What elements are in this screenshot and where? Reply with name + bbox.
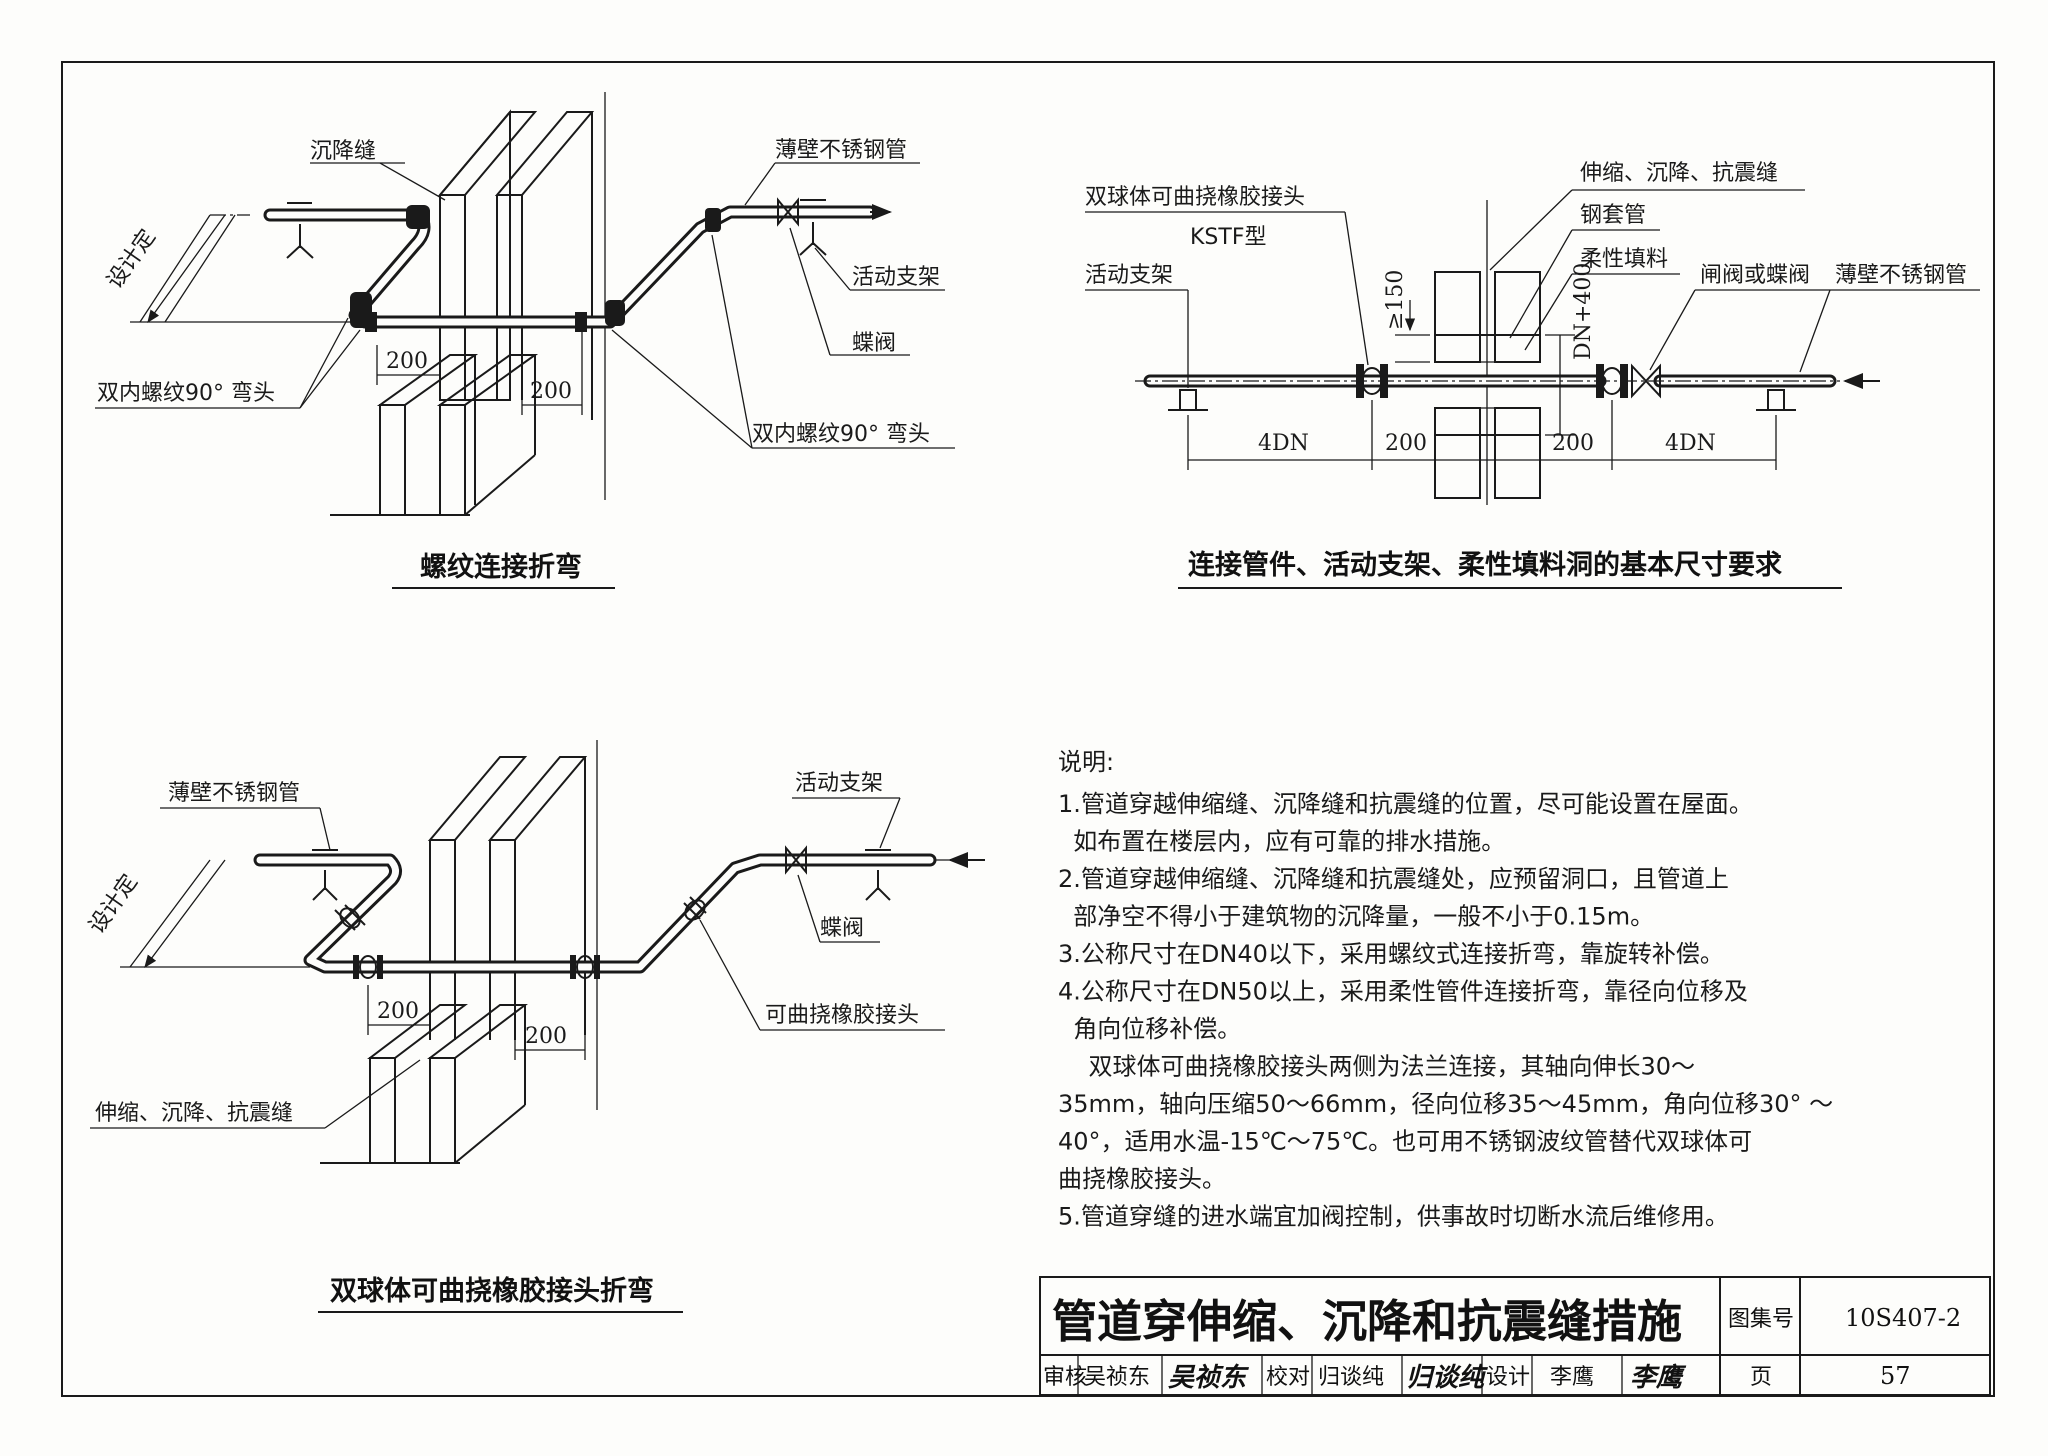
note-line: 4.公称尺寸在DN50以上，采用柔性管件连接折弯，靠径向位移及 (1058, 978, 1748, 1006)
steel-sleeve-label: 钢套管 (1580, 203, 1646, 228)
title-block: 管道穿伸缩、沉降和抗震缝措施 图集号 10S407-2 审核 吴祯东 吴祯东 校… (1039, 1276, 1991, 1396)
rubber-joint-bend-diagram: 设计定 200 200 薄壁不锈钢管 活动支架 蝶阀 可曲挠橡胶接头 伸缩、沉降… (84, 740, 985, 1313)
note-line: 40°，适用水温-15℃～75℃。也可用不锈钢波纹管替代双球体可 (1058, 1128, 1752, 1156)
drawing-title: 管道穿伸缩、沉降和抗震缝措施 (1052, 1295, 1682, 1348)
notes-block: 说明: 1.管道穿越伸缩缝、沉降缝和抗震缝的位置，尽可能设置在屋面。 如布置在楼… (1058, 748, 1833, 1231)
caption-fitting-dimensions: 连接管件、活动支架、柔性填料洞的基本尺寸要求 (1188, 549, 1782, 581)
design-defined-dimension: 设计定 (102, 214, 355, 324)
note-line: 2.管道穿越伸缩缝、沉降缝和抗震缝处，应预留洞口，且管道上 (1058, 865, 1729, 893)
top-right-dimensions: 4DN 200 200 4DN ≥150 DN+400 (1187, 263, 1777, 470)
notes-lines: 1.管道穿越伸缩缝、沉降缝和抗震缝的位置，尽可能设置在屋面。 如布置在楼层内，应… (1058, 790, 1833, 1231)
designer-signature: 李鹰 (1630, 1363, 1687, 1393)
page-number: 57 (1880, 1362, 1911, 1390)
note-line: 35mm，轴向压缩50～66mm，径向位移35～45mm，角向位移30° ～ (1058, 1090, 1833, 1118)
rubber-joint-fittings (1356, 364, 1628, 398)
design-label: 设计 (1486, 1365, 1530, 1390)
rubber-joint-label-bl: 可曲挠橡胶接头 (765, 1003, 919, 1028)
checker-signature: 归谈纯 (1406, 1363, 1488, 1393)
movable-support-label: 活动支架 (852, 265, 940, 290)
design-defined-dimension-bottom: 设计定 (84, 859, 310, 969)
sheet-border (61, 61, 1995, 1397)
bottom-left-dimensions: 200 200 (367, 985, 586, 1060)
design-defined-label: 设计定 (102, 225, 160, 293)
dim-4dn-right: 4DN (1665, 431, 1716, 456)
movable-support-label-tr: 活动支架 (1085, 263, 1173, 288)
movable-support-label-bl: 活动支架 (795, 771, 883, 796)
butterfly-valve-label: 蝶阀 (852, 331, 896, 356)
threaded-pipe-run (210, 204, 892, 329)
fitting-dimension-diagram: 4DN 200 200 4DN ≥150 DN+400 双球体可曲挠橡胶接头 K… (1085, 161, 1980, 589)
note-line: 曲挠橡胶接头。 (1058, 1165, 1226, 1193)
atlas-label: 图集号 (1728, 1307, 1794, 1332)
support-right (799, 199, 827, 256)
dim-200-left: 200 (1385, 431, 1427, 456)
dim-200-c: 200 (377, 999, 419, 1024)
thin-wall-pipe-label-tr: 薄壁不锈钢管 (1835, 263, 1967, 288)
reviewer-name: 吴祯东 (1084, 1365, 1150, 1390)
note-line: 1.管道穿越伸缩缝、沉降缝和抗震缝的位置，尽可能设置在屋面。 (1058, 790, 1753, 818)
expansion-joint-label-bl: 伸缩、沉降、抗震缝 (95, 1101, 293, 1126)
threaded-elbow-fittings (350, 205, 721, 332)
thin-wall-pipe-label: 薄壁不锈钢管 (775, 138, 907, 163)
supports-bottom (312, 849, 891, 901)
atlas-number: 10S407-2 (1845, 1304, 1961, 1332)
butterfly-valve-label-bl: 蝶阀 (820, 916, 864, 941)
check-label: 校对 (1266, 1365, 1310, 1390)
dim-4dn-left: 4DN (1258, 431, 1309, 456)
thin-wall-pipe-label-bl: 薄壁不锈钢管 (168, 781, 300, 806)
supports-top-right (1168, 389, 1796, 411)
note-line: 双球体可曲挠橡胶接头两侧为法兰连接，其轴向伸长30～ (1058, 1053, 1695, 1081)
rubber-joint-pipe-run (253, 852, 985, 974)
gate-or-butterfly-label: 闸阀或蝶阀 (1700, 263, 1810, 288)
rubber-joint-name-label: 双球体可曲挠橡胶接头 (1085, 185, 1305, 210)
dim-clearance: ≥150 (1383, 270, 1408, 330)
rubber-joint-type-label: KSTF型 (1190, 225, 1267, 250)
note-line: 5.管道穿缝的进水端宜加阀控制，供事故时切断水流后维修用。 (1058, 1203, 1729, 1231)
design-defined-label-bottom: 设计定 (84, 870, 142, 938)
top-left-dimensions: 200 200 (376, 330, 583, 415)
threaded-bend-diagram: 设计定 200 200 沉降缝 薄壁不锈钢管 活动支架 蝶阀 双内螺纹90° 弯… (95, 92, 955, 589)
dim-200-a: 200 (386, 349, 428, 374)
expansion-joint-walls (320, 740, 598, 1164)
checker-name: 归谈纯 (1318, 1365, 1384, 1390)
designer-name: 李鹰 (1550, 1365, 1594, 1390)
butterfly-valve-top-left (777, 197, 799, 227)
dim-200-d: 200 (525, 1024, 567, 1049)
elbow-label-left: 双内螺纹90° 弯头 (97, 381, 275, 406)
gate-valve (1631, 363, 1661, 399)
page-label: 页 (1750, 1365, 1772, 1390)
elbow-label-right: 双内螺纹90° 弯头 (752, 422, 930, 447)
caption-threaded-bend: 螺纹连接折弯 (420, 551, 582, 583)
reviewer-signature: 吴祯东 (1168, 1363, 1250, 1393)
expansion-joint-label-tr: 伸缩、沉降、抗震缝 (1580, 161, 1778, 186)
butterfly-valve-bottom (785, 845, 807, 875)
wall-opening (1434, 200, 1541, 505)
settlement-joint-label: 沉降缝 (310, 139, 376, 164)
caption-rubber-joint-bend: 双球体可曲挠橡胶接头折弯 (330, 1275, 654, 1307)
support-left (286, 202, 314, 259)
flexible-filler-label: 柔性填料 (1580, 247, 1668, 272)
note-line: 部净空不得小于建筑物的沉降量，一般不小于0.15m。 (1058, 903, 1654, 931)
note-line: 3.公称尺寸在DN40以下，采用螺纹式连接折弯，靠旋转补偿。 (1058, 940, 1724, 968)
review-label: 审核 (1043, 1365, 1087, 1390)
dim-opening: DN+400 (1571, 263, 1596, 360)
note-line: 如布置在楼层内，应有可靠的排水措施。 (1058, 828, 1505, 856)
note-line: 角向位移补偿。 (1058, 1015, 1241, 1043)
rubber-joints-bottom (334, 896, 707, 979)
dim-200-b: 200 (530, 379, 572, 404)
notes-heading: 说明: (1058, 748, 1114, 776)
